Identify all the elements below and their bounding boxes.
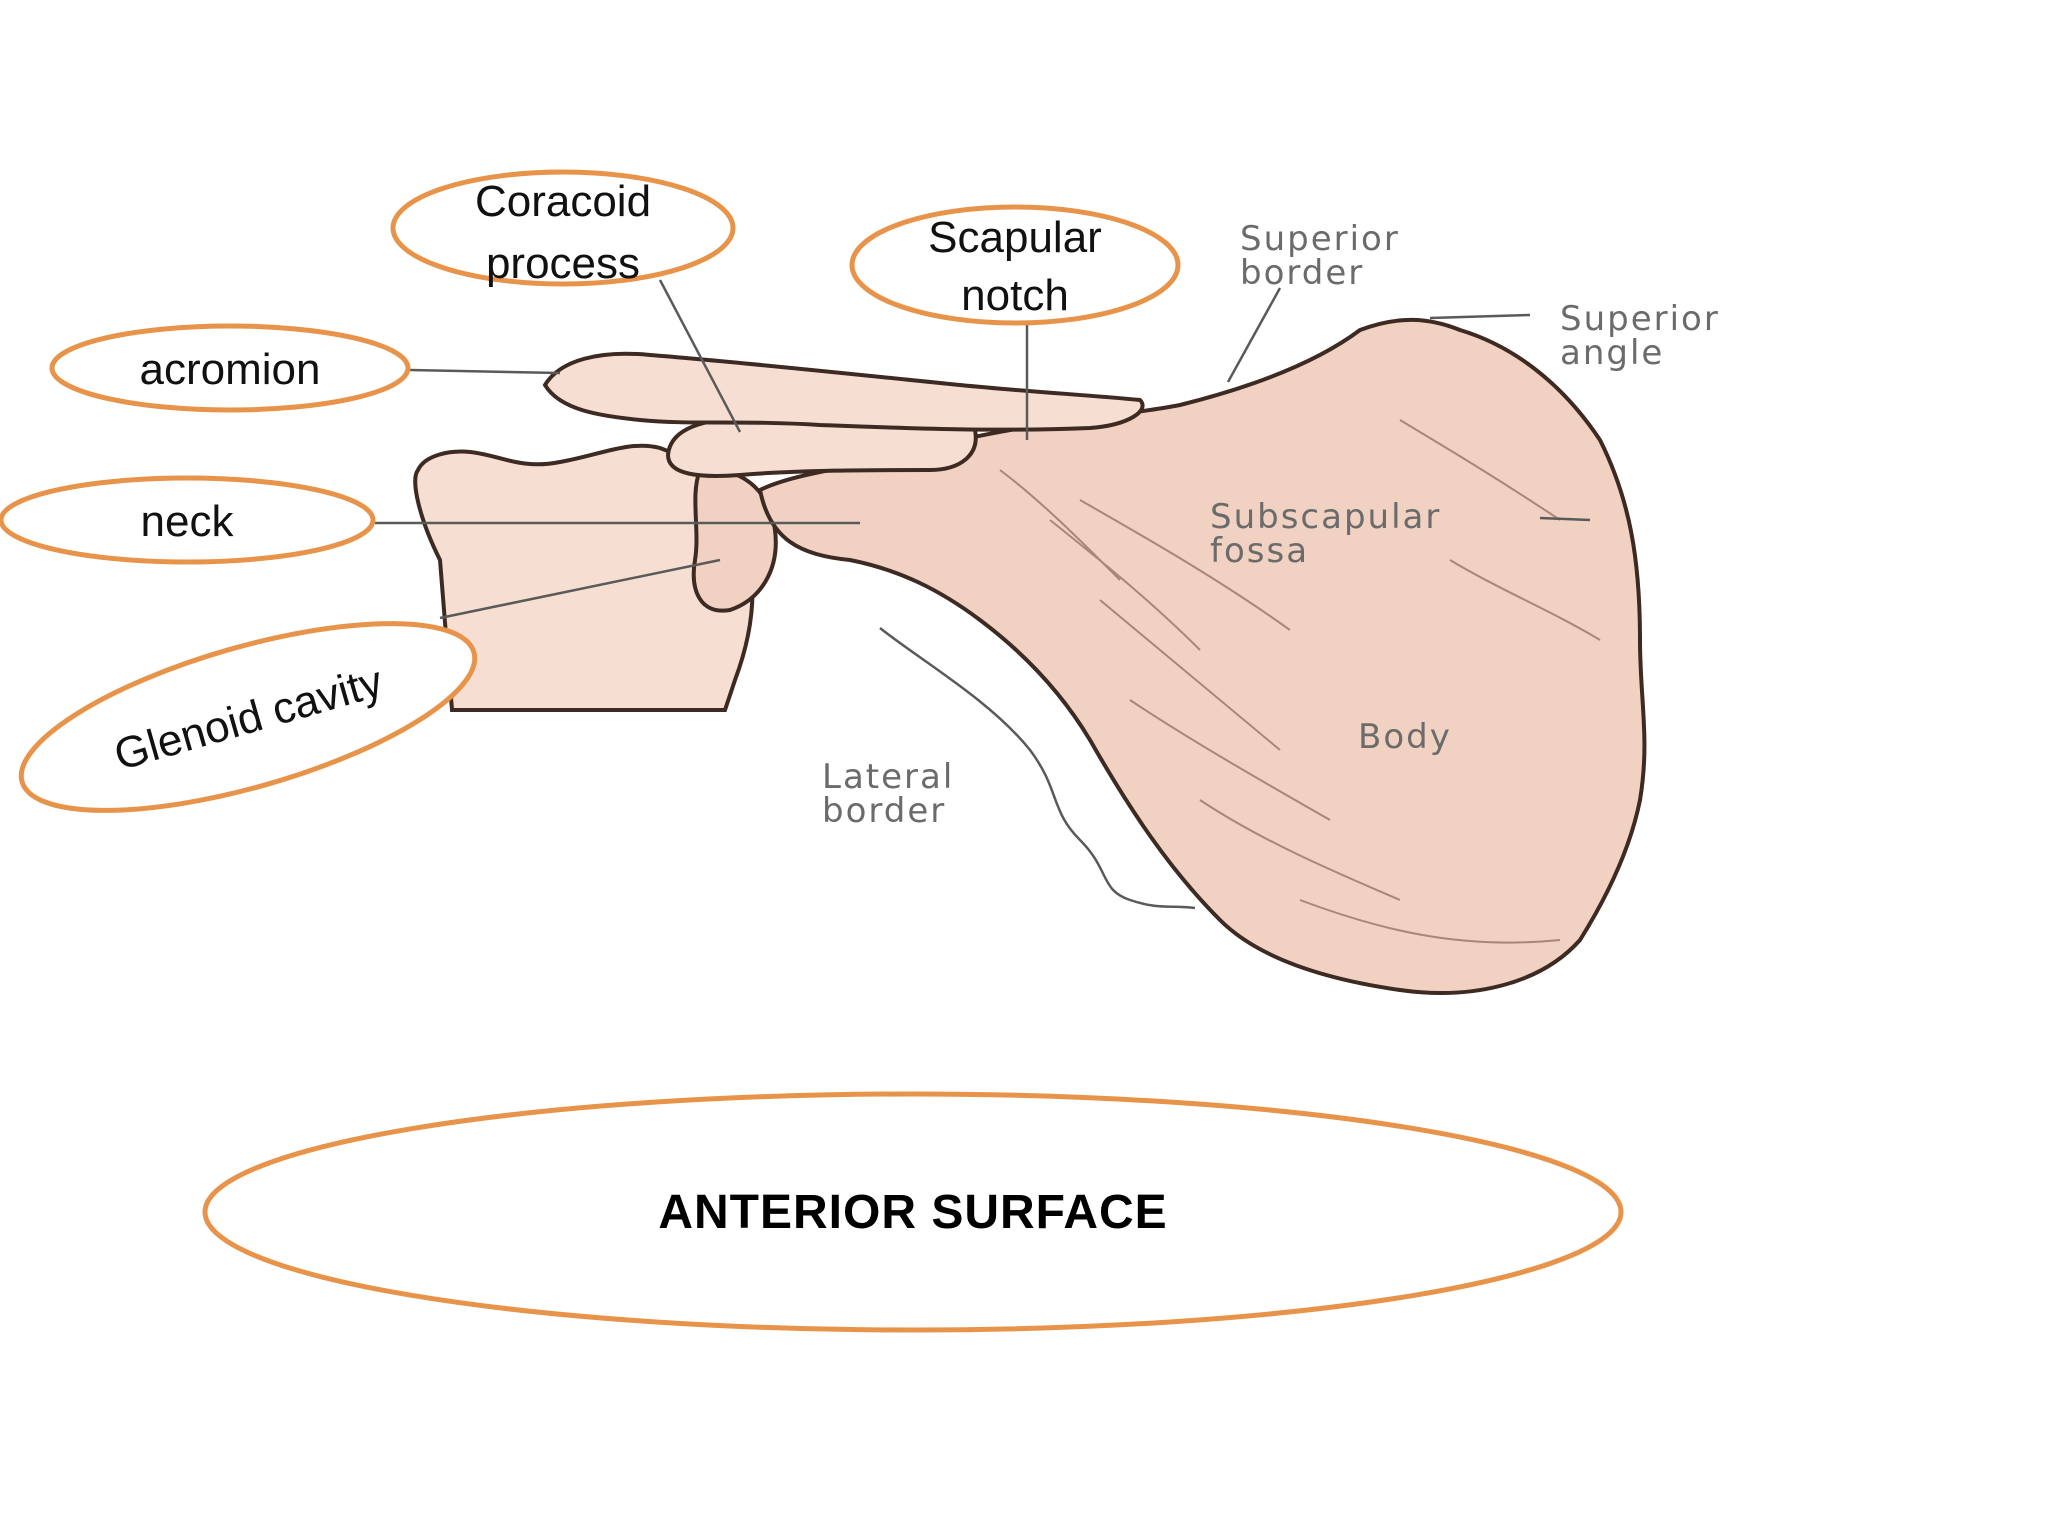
lateral-border-label-line2: border [822, 791, 946, 831]
printed-labels: Superior border Superior angle Subscapul… [822, 219, 1720, 831]
acromion-shape [542, 351, 1145, 432]
coracoid-label-line1: Coracoid [475, 177, 651, 226]
coracoid-label-line2: process [486, 239, 640, 288]
superior-border-leader [1226, 287, 1282, 383]
scapular-notch-label-line1: Scapular [928, 213, 1102, 262]
callout-scapular-notch: Scapular notch [849, 204, 1181, 326]
callout-neck: neck [0, 475, 376, 565]
callout-coracoid: Coracoid process [390, 169, 736, 288]
coracoid-leader [658, 279, 742, 433]
callout-acromion: acromion [49, 323, 411, 413]
superior-angle-label-line1: Superior [1560, 299, 1720, 339]
caption-title: ANTERIOR SURFACE [658, 1186, 1167, 1239]
acromion-leader [409, 368, 561, 375]
subscapular-leader [1539, 516, 1591, 522]
glenoid-leader [439, 558, 721, 620]
acromion-oval [49, 323, 411, 413]
scapula-illustration [413, 317, 1647, 995]
shading-lines [999, 419, 1601, 944]
superior-angle-label-line2: angle [1560, 333, 1664, 373]
scapular-notch-oval [849, 204, 1181, 326]
body-label: Body [1358, 717, 1452, 757]
subscapular-fossa-label-line2: fossa [1210, 531, 1309, 571]
subscapular-fossa-label-line1: Subscapular [1210, 497, 1441, 537]
leader-lines [375, 279, 1591, 620]
caption: ANTERIOR SURFACE [202, 1091, 1624, 1333]
scapular-notch-label-line2: notch [961, 271, 1069, 320]
acromion-label: acromion [140, 345, 321, 394]
scapula-body [757, 317, 1647, 995]
superior-border-label-line1: Superior [1240, 219, 1400, 259]
neck-label: neck [141, 497, 235, 546]
superior-border-label-line2: border [1240, 253, 1364, 293]
neck-oval [0, 475, 376, 565]
lateral-border-label-line1: Lateral [822, 757, 954, 797]
glenoid-oval [18, 621, 478, 813]
superior-angle-leader [1429, 313, 1531, 320]
callout-glenoid: Glenoid cavity [18, 621, 478, 813]
caption-oval [202, 1091, 1624, 1333]
coracoid-oval [390, 169, 736, 287]
lateral-border-curve [879, 627, 1196, 910]
